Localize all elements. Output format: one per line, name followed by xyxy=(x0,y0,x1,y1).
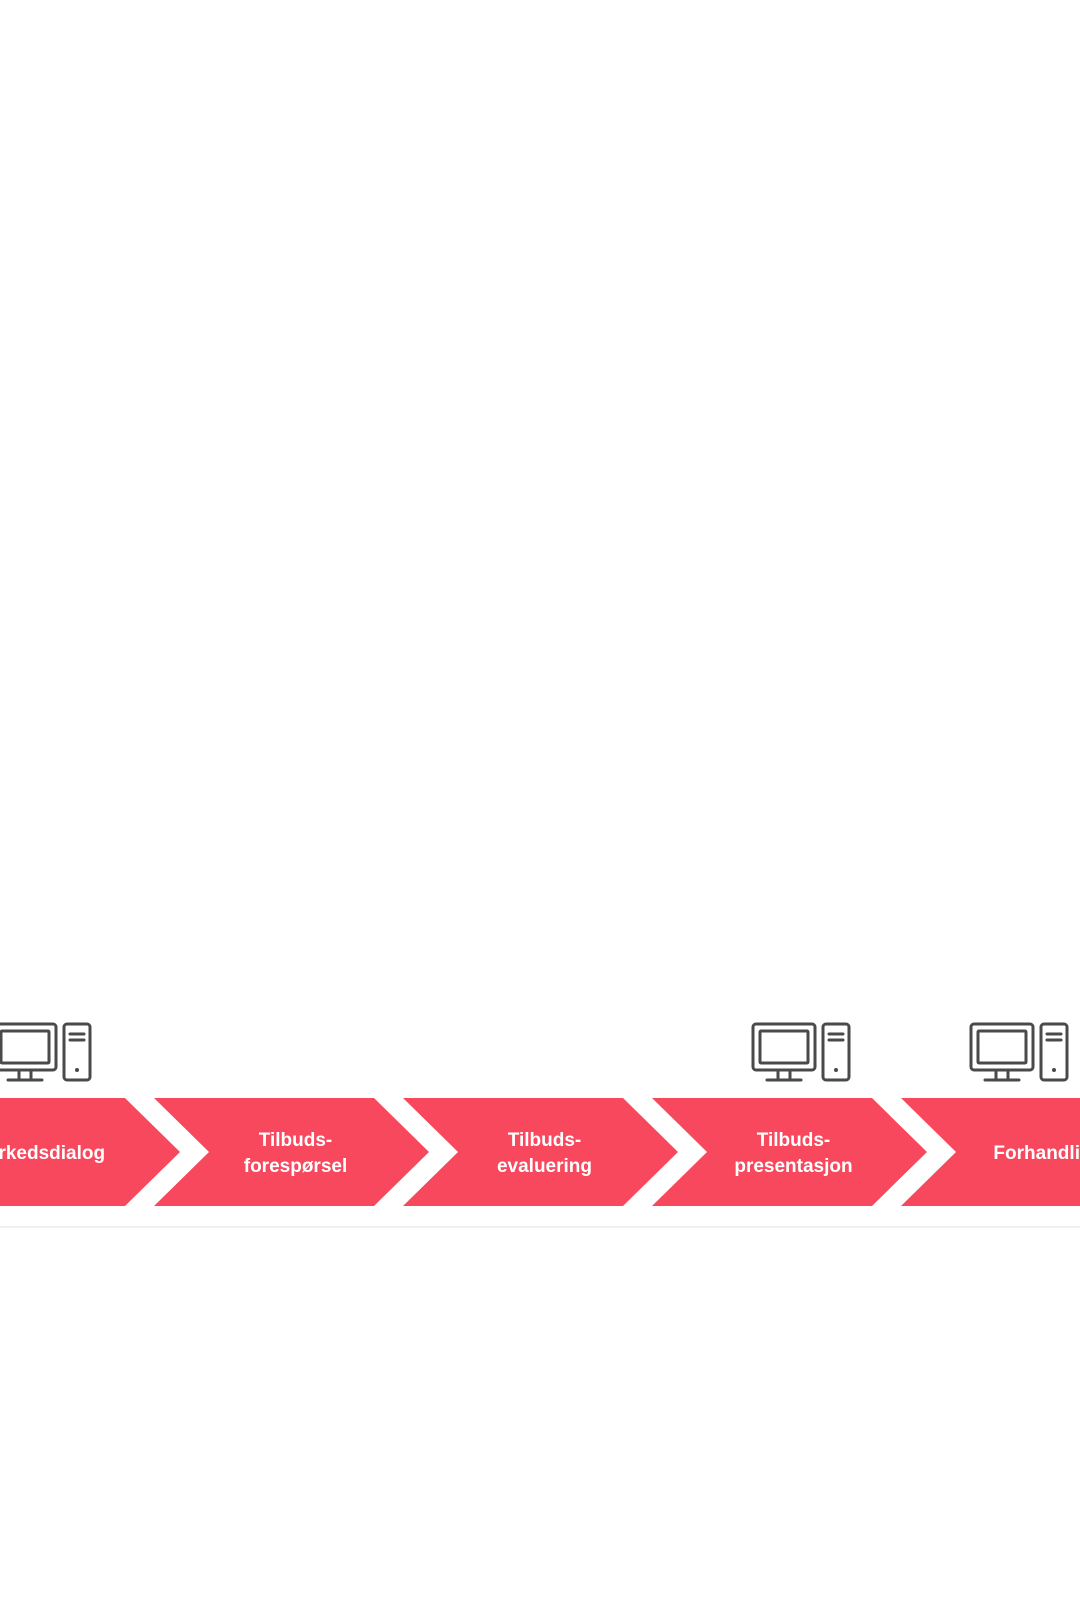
process-step-label-line: presentasjon xyxy=(734,1156,852,1177)
process-step-chevron xyxy=(652,1098,927,1206)
process-step-label: Forhandlin xyxy=(993,1143,1080,1164)
process-step-label: Tilbuds-evaluering xyxy=(497,1130,592,1177)
desktop-computer-icon xyxy=(0,1022,92,1082)
process-step-chevron xyxy=(901,1098,1080,1206)
process-step-label-line: Tilbuds- xyxy=(508,1130,582,1151)
process-step-chevron xyxy=(154,1098,429,1206)
process-step-chevron xyxy=(403,1098,678,1206)
process-step-label: Tilbuds-forespørsel xyxy=(244,1130,347,1177)
computer-icons xyxy=(0,1022,1069,1082)
process-step-label-line: evaluering xyxy=(497,1156,592,1177)
desktop-computer-icon xyxy=(969,1022,1069,1082)
process-step-label-line: arkedsdialog xyxy=(0,1143,105,1164)
process-step-label-line: Tilbuds- xyxy=(757,1130,831,1151)
process-step-chevron xyxy=(0,1098,180,1206)
process-step-label-line: forespørsel xyxy=(244,1156,347,1177)
process-step-label: arkedsdialog xyxy=(0,1143,105,1164)
process-step-label-line: Tilbuds- xyxy=(259,1130,333,1151)
process-step-label-line: Forhandlin xyxy=(993,1143,1080,1164)
desktop-computer-icon xyxy=(751,1022,851,1082)
process-steps: arkedsdialogTilbuds-forespørselTilbuds-e… xyxy=(0,1098,1080,1206)
process-step-label: Tilbuds-presentasjon xyxy=(734,1130,852,1177)
